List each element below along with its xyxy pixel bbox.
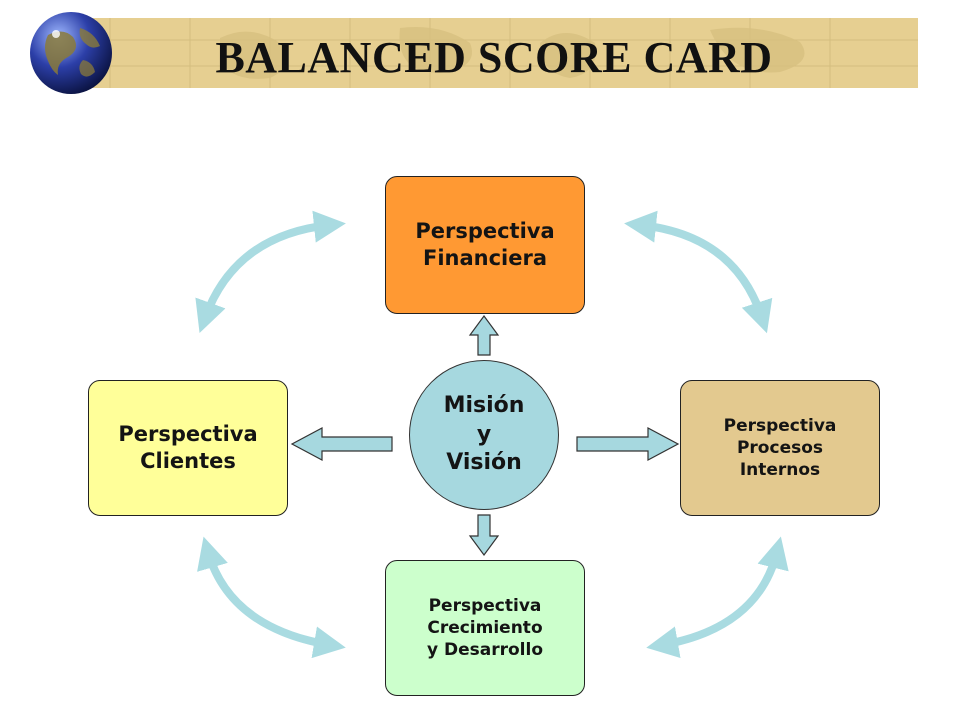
- globe-icon: [30, 12, 112, 94]
- arrow-to-procesos: [576, 427, 680, 461]
- curved-arrow-top-right: [624, 210, 773, 334]
- center-mision-vision: Misión y Visión: [409, 360, 559, 510]
- node-perspectiva-procesos-internos: Perspectiva Procesos Internos: [680, 380, 880, 516]
- node-label: Perspectiva Financiera: [415, 218, 555, 270]
- center-label: Misión y Visión: [443, 393, 525, 476]
- node-label: Perspectiva Clientes: [118, 421, 258, 473]
- arrow-to-crecimiento: [468, 514, 500, 557]
- curved-arrow-bottom-left: [197, 536, 346, 659]
- node-label: Perspectiva Crecimiento y Desarrollo: [426, 595, 543, 661]
- world-map-texture: [70, 18, 918, 88]
- node-perspectiva-crecimiento-desarrollo: Perspectiva Crecimiento y Desarrollo: [385, 560, 585, 696]
- curved-arrow-top-left: [195, 210, 346, 334]
- arrow-to-financiera: [468, 314, 500, 356]
- curved-arrow-bottom-right: [646, 536, 789, 658]
- node-perspectiva-clientes: Perspectiva Clientes: [88, 380, 288, 516]
- node-perspectiva-financiera: Perspectiva Financiera: [385, 176, 585, 314]
- arrow-to-clientes: [290, 427, 393, 461]
- title-band: [70, 18, 918, 88]
- slide-title: BALANCED SCORE CARD: [215, 32, 773, 82]
- node-label: Perspectiva Procesos Internos: [723, 415, 837, 481]
